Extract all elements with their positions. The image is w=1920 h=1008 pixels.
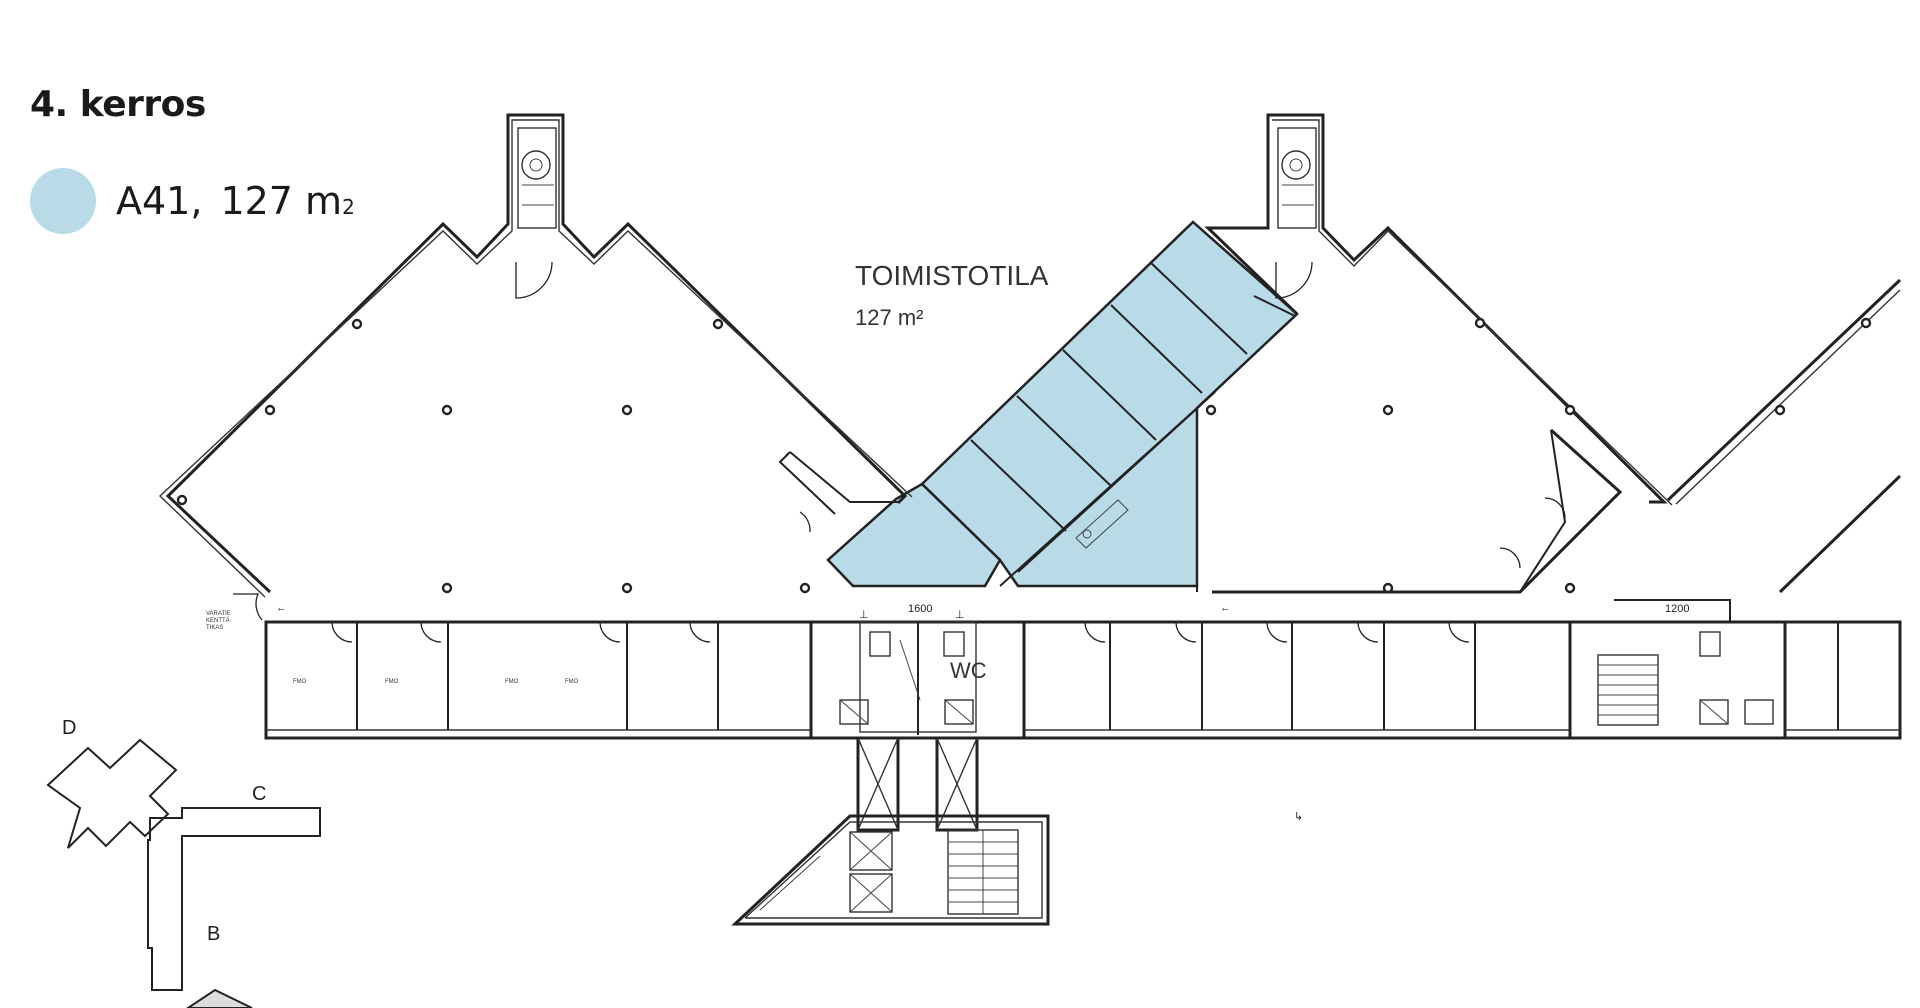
office-room-area: 127 m² bbox=[855, 305, 923, 330]
unit-a41-lobby bbox=[826, 482, 1002, 588]
exit-note-line1: VARATIE bbox=[206, 611, 231, 617]
north-arrow: ↳ bbox=[1294, 811, 1303, 823]
exit-note-line2: KENTTÄ bbox=[206, 617, 230, 624]
room-tag: FMO bbox=[505, 679, 519, 685]
central-core: 1600 ⊥ ⊥ WC bbox=[731, 603, 1050, 926]
far-right-wing bbox=[1666, 278, 1902, 740]
arrow-marker: ← bbox=[1220, 602, 1231, 614]
dimension-right-core: 1200 bbox=[1665, 603, 1689, 615]
arrow-marker: ⊥ bbox=[955, 609, 965, 621]
key-plan-wing-b: B bbox=[207, 923, 220, 945]
room-tag: FMO bbox=[293, 679, 307, 685]
office-room-label: TOIMISTOTILA bbox=[855, 260, 1049, 291]
floor-title: 4. kerros bbox=[30, 84, 206, 125]
key-plan-wing-c: C bbox=[252, 783, 266, 805]
key-plan: D C B bbox=[46, 717, 321, 1008]
arrow-marker: ⊥ bbox=[859, 609, 869, 621]
wc-label: WC bbox=[950, 658, 987, 683]
left-corridor-block: FMO FMO FMO FMO bbox=[264, 620, 813, 740]
right-wing: ← bbox=[1196, 113, 1673, 614]
highlighted-unit-a41 bbox=[826, 220, 1299, 588]
room-tag: FMO bbox=[565, 679, 579, 685]
legend-unit-id: A41, bbox=[116, 179, 203, 223]
arrow-marker: ← bbox=[276, 602, 287, 614]
legend-text: A41, 127 m 2 bbox=[116, 179, 355, 223]
right-corridor-block: ↳ bbox=[1022, 620, 1572, 823]
legend-swatch bbox=[30, 168, 96, 234]
room-tag: FMO bbox=[385, 679, 399, 685]
exit-note-line3: TIKAS bbox=[206, 625, 223, 631]
key-plan-wing-d: D bbox=[62, 717, 76, 739]
legend-area: 127 m bbox=[220, 179, 343, 223]
dimension-left-core: 1600 bbox=[908, 603, 932, 615]
right-core: 1200 bbox=[1568, 599, 1787, 740]
legend: A41, 127 m 2 bbox=[30, 168, 355, 234]
left-wing: VARATIE KENTTÄ TIKAS ← bbox=[158, 113, 913, 631]
